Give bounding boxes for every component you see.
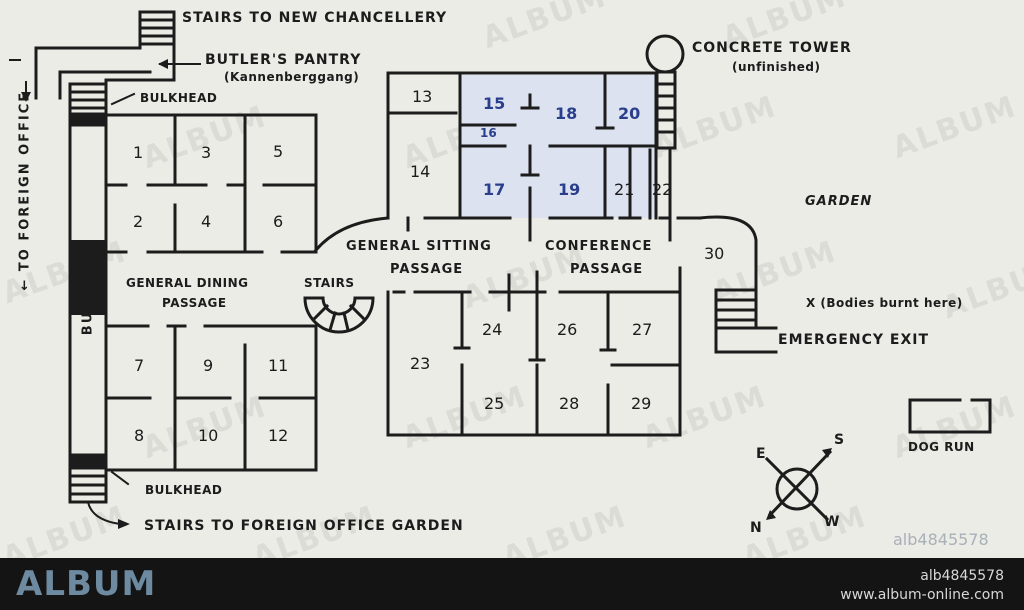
label-stairs-new-chancellery: STAIRS TO NEW CHANCELLERY	[182, 10, 448, 26]
label-bulkhead-vertical: BULKHEAD	[80, 239, 96, 336]
room-number: 30	[704, 244, 725, 263]
room-number: 6	[273, 212, 284, 231]
left-upper-block	[104, 113, 318, 254]
room-number: 29	[631, 394, 652, 413]
room-number: 15	[483, 94, 506, 113]
label-general-sitting: GENERAL SITTING	[346, 239, 492, 254]
room-number: 26	[557, 320, 578, 339]
compass-n: N	[750, 520, 763, 536]
room-number: 23	[410, 354, 431, 373]
emergency-exit-stairs	[714, 288, 778, 354]
room-number: 7	[134, 356, 145, 375]
room-number: 9	[203, 356, 214, 375]
label-bulkhead-top: BULKHEAD	[140, 91, 218, 105]
stairs-lower	[68, 466, 108, 504]
spiral-stairs	[303, 296, 375, 334]
label-unfinished: (unfinished)	[732, 60, 821, 74]
footer-site: www.album-online.com	[840, 587, 1004, 603]
room-number: 4	[201, 212, 212, 231]
room-number: 3	[201, 143, 212, 162]
room-number: 1	[133, 143, 144, 162]
room-number: 17	[483, 180, 506, 199]
left-lower-block	[104, 324, 318, 472]
watermark-ref: alb4845578	[893, 530, 989, 549]
room-number: 14	[410, 162, 431, 181]
right-lower-block	[386, 266, 682, 437]
label-stairs-fo-garden: STAIRS TO FOREIGN OFFICE GARDEN	[144, 518, 464, 534]
right-upper-block	[386, 71, 702, 242]
room-number: 25	[484, 394, 505, 413]
label-to-foreign-office: ← TO FOREIGN OFFICE	[17, 90, 33, 291]
room-number: 16	[480, 126, 497, 140]
bunker-plan-svg	[9, 10, 992, 529]
label-bulkhead-bottom: BULKHEAD	[145, 483, 223, 497]
room-number: 27	[632, 320, 653, 339]
watermark-footer	[0, 558, 1024, 610]
room-number: 18	[555, 104, 578, 123]
compass-w: W	[824, 514, 841, 530]
label-garden: GARDEN	[805, 194, 873, 209]
room-number: 13	[412, 87, 433, 106]
label-passage-right: PASSAGE	[570, 262, 644, 277]
label-butlers-pantry: BUTLER'S PANTRY	[205, 52, 362, 68]
label-bodies-burnt: X (Bodies burnt here)	[806, 296, 963, 310]
room-number: 24	[482, 320, 503, 339]
concrete-tower	[645, 34, 685, 242]
room-number: 12	[268, 426, 289, 445]
compass-e: E	[756, 446, 767, 462]
brand-logo: ALBUM	[16, 564, 157, 604]
floor-plan-stage: ALBUM ALBUM ALBUM ALBUM ALBUM ALBUM ALBU…	[0, 0, 1024, 558]
room-number: 19	[558, 180, 581, 199]
room-number: 2	[133, 212, 144, 231]
label-conference: CONFERENCE	[545, 239, 653, 254]
dog-run	[908, 398, 992, 434]
room-number: 22	[652, 180, 673, 199]
label-concrete-tower: CONCRETE TOWER	[692, 40, 852, 56]
stairs-new-chancellery	[138, 10, 176, 46]
room-number: 20	[618, 104, 641, 123]
label-passage-mid: PASSAGE	[390, 262, 464, 277]
label-general-dining: GENERAL DINING	[126, 276, 249, 290]
compass-icon	[764, 448, 833, 522]
room-number: 8	[134, 426, 145, 445]
label-stairs: STAIRS	[304, 276, 355, 290]
label-dog-run: DOG RUN	[908, 440, 975, 454]
room-number: 11	[268, 356, 289, 375]
label-passage-left: PASSAGE	[162, 296, 227, 310]
label-kannenberggang: (Kannenberggang)	[224, 70, 360, 84]
room-number: 21	[614, 180, 635, 199]
room-number: 10	[198, 426, 219, 445]
room-number: 28	[559, 394, 580, 413]
stairs-upper	[68, 82, 108, 116]
room-30-wall	[698, 215, 758, 292]
footer-ref: alb4845578	[920, 568, 1004, 584]
compass-s: S	[834, 432, 846, 448]
room-number: 5	[273, 142, 284, 161]
label-emergency-exit: EMERGENCY EXIT	[778, 332, 930, 348]
